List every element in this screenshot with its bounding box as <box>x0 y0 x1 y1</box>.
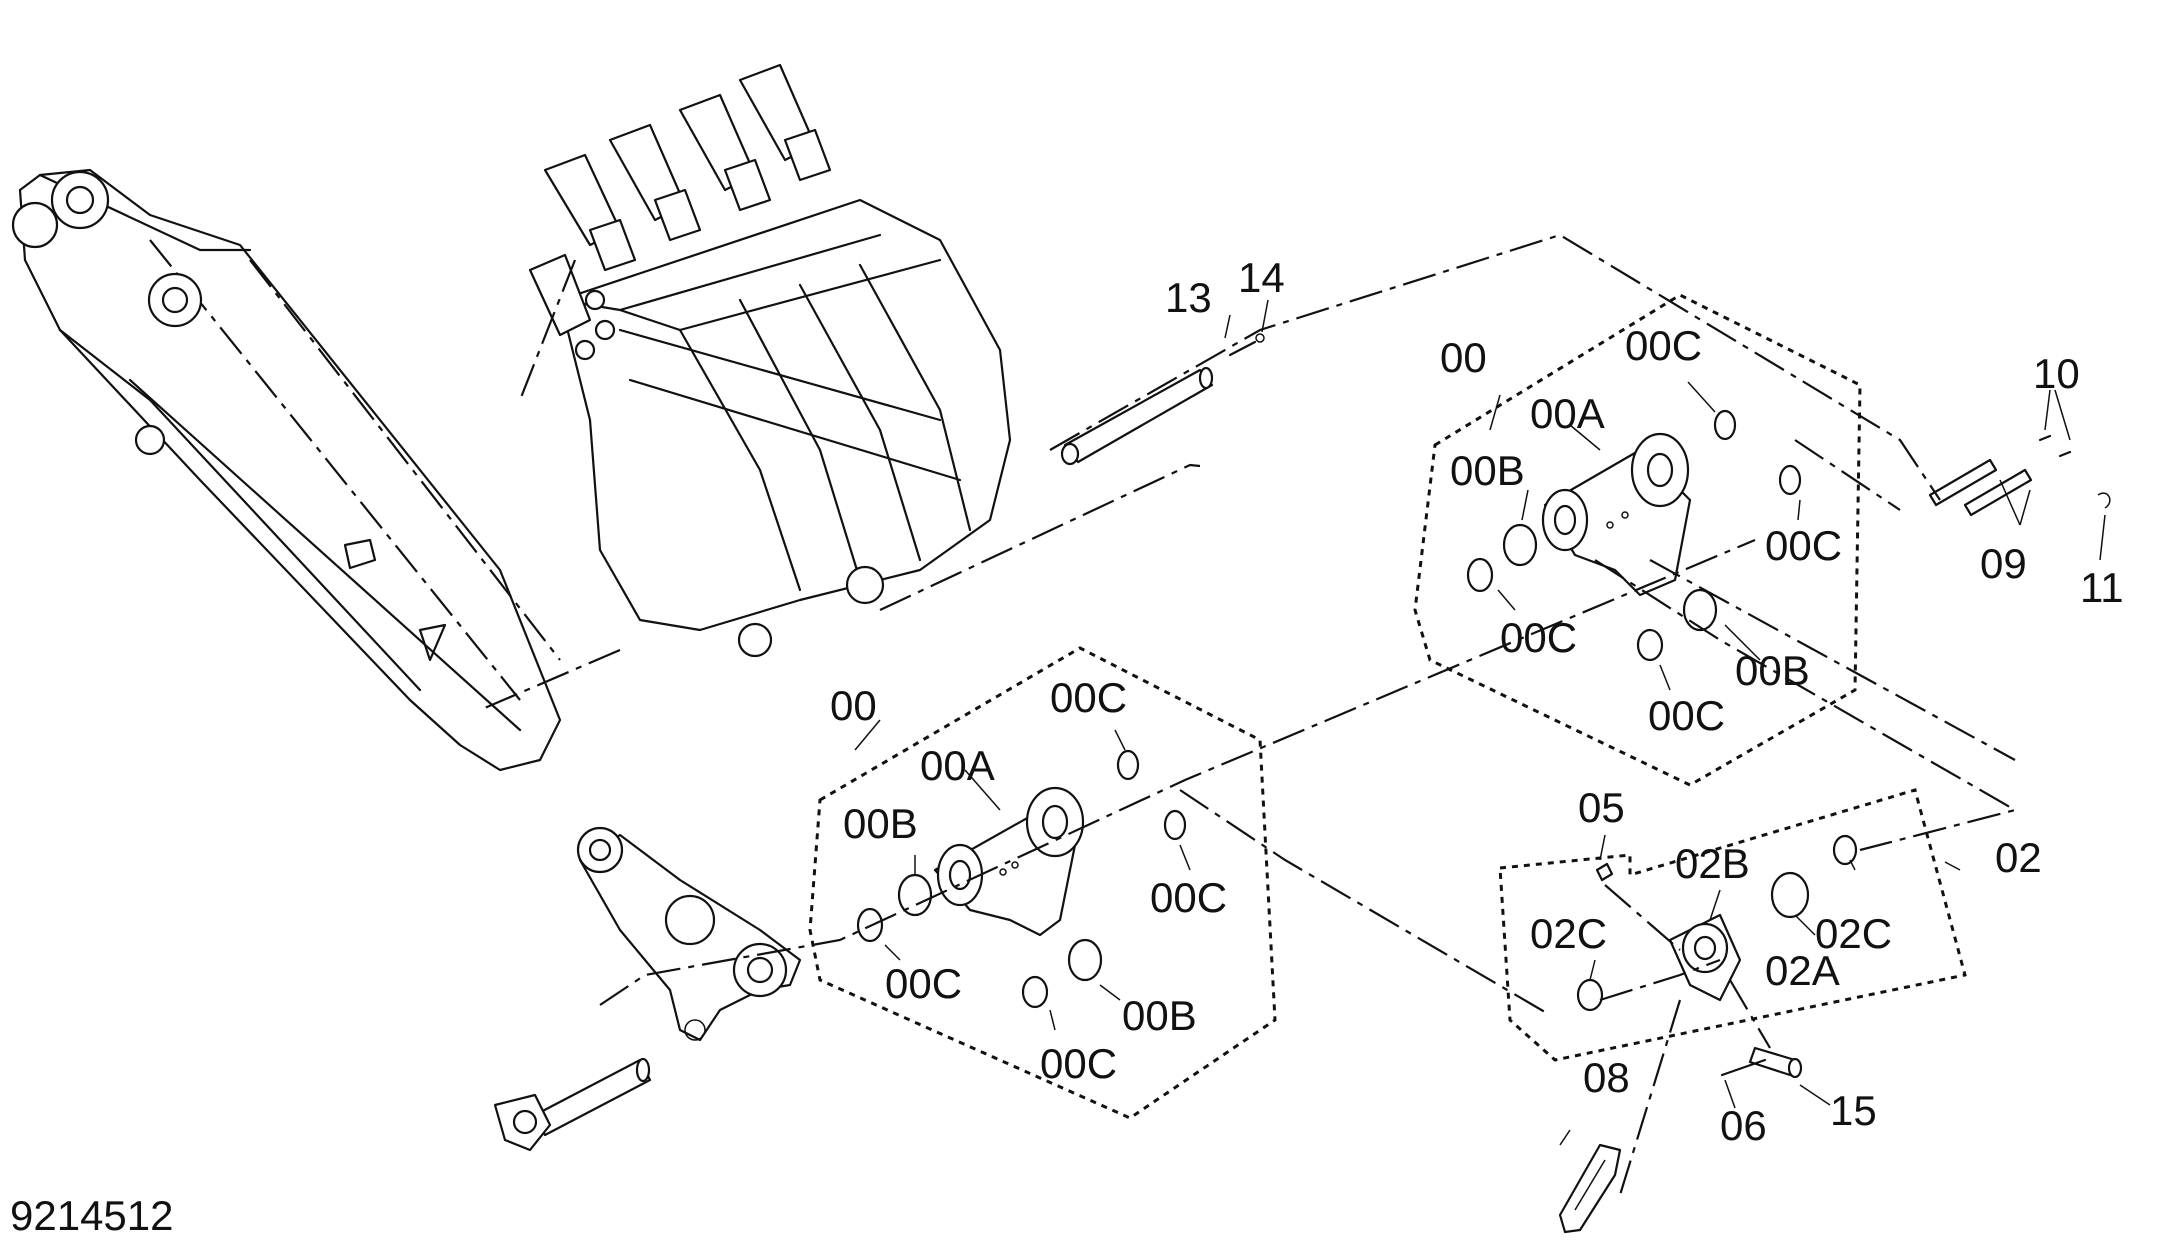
arm-pin <box>493 1057 652 1152</box>
callout-lower-00: 00 <box>830 682 877 729</box>
callout-lower-00A: 00A <box>920 742 995 789</box>
pins-09-10-11 <box>1928 434 2111 517</box>
callout-02A: 02A <box>1765 947 1840 994</box>
callout-upper-00: 00 <box>1440 334 1487 381</box>
callout-06: 06 <box>1720 1102 1767 1149</box>
leader-lines <box>479 233 2018 1196</box>
callout-upper-00C-top: 00C <box>1625 322 1702 369</box>
callout-lower-00C-lower: 00C <box>1040 1040 1117 1087</box>
callout-lower-00B-left: 00B <box>843 800 918 847</box>
callout-labels: 13 14 00 00C 00A 00B 00C 00C 00B 00C 00 … <box>10 254 2124 1239</box>
callout-upper-00C-lower: 00C <box>1648 692 1725 739</box>
callout-upper-00B-right: 00B <box>1735 647 1810 694</box>
callout-upper-00B-left: 00B <box>1450 447 1525 494</box>
callout-09: 09 <box>1980 540 2027 587</box>
link-assembly <box>576 826 802 1042</box>
arm-assembly <box>11 168 562 772</box>
callout-15: 15 <box>1830 1087 1877 1134</box>
callout-05: 05 <box>1578 784 1625 831</box>
bucket-pin-13 <box>1060 333 1265 466</box>
callout-02: 02 <box>1995 834 2042 881</box>
callout-upper-00A: 00A <box>1530 390 1605 437</box>
callout-14: 14 <box>1238 254 1285 301</box>
callout-13: 13 <box>1165 274 1212 321</box>
callout-lower-00C-bottom: 00C <box>885 960 962 1007</box>
callout-10: 10 <box>2033 350 2080 397</box>
callout-upper-00C-right: 00C <box>1765 522 1842 569</box>
callout-lower-00C-right: 00C <box>1150 874 1227 921</box>
drawing-number: 9214512 <box>10 1192 174 1239</box>
callout-08: 08 <box>1583 1054 1630 1101</box>
callout-02B: 02B <box>1675 840 1750 887</box>
callout-leaders <box>854 299 2106 1146</box>
bucket-assembly <box>528 63 1012 658</box>
callout-lower-00B-right: 00B <box>1122 992 1197 1039</box>
link-group-upper <box>1413 293 1862 787</box>
callout-02C-right: 02C <box>1815 910 1892 957</box>
callout-02C-left: 02C <box>1530 910 1607 957</box>
bracket-group-02 <box>1498 788 1967 1062</box>
parts-06-15-08 <box>1558 1046 1803 1234</box>
callout-lower-00C-top: 00C <box>1050 674 1127 721</box>
link-group-lower <box>808 646 1277 1120</box>
callout-11: 11 <box>2080 564 2124 611</box>
callout-upper-00C-bottom: 00C <box>1500 614 1577 661</box>
